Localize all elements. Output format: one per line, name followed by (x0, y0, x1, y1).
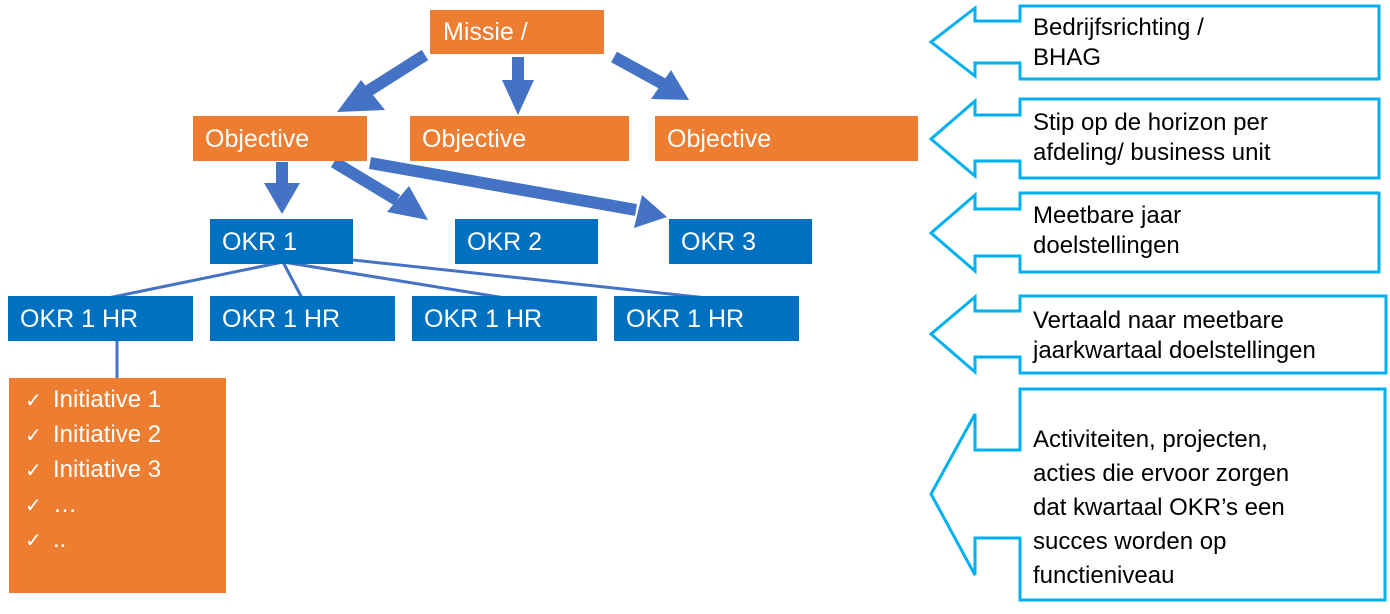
connector-okr1-hr2 (281, 261, 304, 299)
initiative-item: ✓ Initiative 1 (25, 385, 161, 420)
objective-label-3: Objective (667, 125, 772, 153)
callout-level-4 (928, 293, 1388, 376)
level-text-1: Bedrijfsrichting / BHAG (1033, 13, 1204, 73)
check-icon: ✓ (25, 495, 42, 517)
callout-level-5 (929, 387, 1387, 602)
arrowhead-mission-objective-2 (502, 80, 534, 115)
initiative-item: ✓ Initiative 3 (25, 455, 161, 490)
level-text-line: Meetbare jaar (1033, 202, 1182, 229)
mission-label: Missie / (443, 18, 528, 46)
mission-box: Missie / (430, 10, 604, 54)
hr-okr-box-4: OKR 1 HR (614, 296, 799, 341)
initiative-item: ✓ Initiative 2 (25, 420, 161, 455)
hr-okr-box-1: OKR 1 HR (8, 296, 193, 341)
initiative-item: ✓.. (25, 525, 161, 560)
connector-okr1-hr1 (107, 260, 284, 300)
check-icon: ✓ (25, 530, 42, 552)
level-text-line: jaarkwartaal doelstellingen (1033, 337, 1316, 364)
hr-okr-label-3: OKR 1 HR (424, 305, 543, 333)
callout-level-2 (928, 97, 1381, 180)
level-text-line: Stip op de horizon per (1033, 109, 1268, 136)
check-icon: ✓ (25, 390, 42, 412)
level-text-line: afdeling/ business unit (1033, 139, 1271, 166)
initiative-item: ✓… (25, 490, 161, 525)
hr-okr-box-3: OKR 1 HR (412, 296, 597, 341)
okr-label-2: OKR 2 (467, 228, 543, 256)
connector-okr1-hr4 (352, 258, 708, 300)
objective-box-3: Objective (655, 116, 918, 161)
level-text-line: Vertaald naar meetbare (1033, 307, 1284, 334)
level-text-line: Activiteiten, projecten, (1033, 426, 1268, 453)
level-text-3: Meetbare jaar doelstellingen (1033, 201, 1181, 261)
arrowhead-mission-objective-1 (337, 80, 385, 112)
okr-label-3: OKR 3 (681, 228, 757, 256)
level-text-line: acties die ervoor zorgen (1033, 460, 1290, 487)
arrowhead-objective-okr-2 (387, 186, 428, 220)
callout-level-1 (928, 4, 1381, 81)
initiative-label: .. (53, 526, 67, 553)
okr-box-3: OKR 3 (669, 219, 812, 264)
initiative-label: Initiative 1 (53, 386, 162, 413)
connector-okr1-hr3 (282, 260, 506, 300)
hr-okr-label-1: OKR 1 HR (20, 305, 139, 333)
level-text-line: functieniveau (1033, 562, 1175, 589)
arrow-mission-objective-3 (611, 51, 668, 91)
arrow-objective-okr-3 (368, 157, 638, 216)
initiatives-list: ✓ Initiative 1 ✓ Initiative 2 ✓ Initiative … (25, 385, 161, 560)
arrowhead-mission-objective-3 (651, 70, 689, 100)
objective-label-1: Objective (205, 125, 310, 153)
objective-box-1: Objective (193, 116, 367, 161)
hr-okr-label-4: OKR 1 HR (626, 305, 745, 333)
initiative-label: Initiative 3 (53, 456, 162, 483)
hr-okr-label-2: OKR 1 HR (222, 305, 341, 333)
initiative-label: Initiative 2 (53, 421, 162, 448)
level-text-line: BHAG (1033, 44, 1102, 71)
okr-box-1: OKR 1 (210, 219, 353, 264)
okr-box-2: OKR 2 (455, 219, 598, 264)
level-text-2: Stip op de horizon per afdeling/ busines… (1033, 108, 1271, 168)
check-icon: ✓ (25, 460, 42, 482)
level-text-line: Bedrijfsrichting / (1033, 14, 1204, 41)
arrow-objective-okr-2 (330, 156, 401, 206)
level-text-5: Activiteiten, projecten, acties die ervo… (1033, 423, 1289, 593)
initiative-label: … (53, 491, 77, 518)
arrowhead-objective-okr-3 (634, 195, 667, 228)
level-text-line: succes worden op (1033, 528, 1227, 555)
initiatives-box: ✓ Initiative 1 ✓ Initiative 2 ✓ Initiative … (9, 378, 226, 593)
level-text-4: Vertaald naar meetbare jaarkwartaal doel… (1033, 306, 1316, 366)
okr-label-1: OKR 1 (222, 228, 298, 256)
arrow-mission-objective-1 (361, 49, 429, 99)
check-icon: ✓ (25, 425, 42, 447)
level-text-line: dat kwartaal OKR’s een (1033, 494, 1285, 521)
callout-level-3 (928, 191, 1381, 275)
level-text-line: doelstellingen (1033, 232, 1180, 259)
objective-label-2: Objective (422, 125, 527, 153)
objective-box-2: Objective (410, 116, 629, 161)
arrowhead-objective-okr-1 (264, 183, 300, 214)
hr-okr-box-2: OKR 1 HR (210, 296, 395, 341)
